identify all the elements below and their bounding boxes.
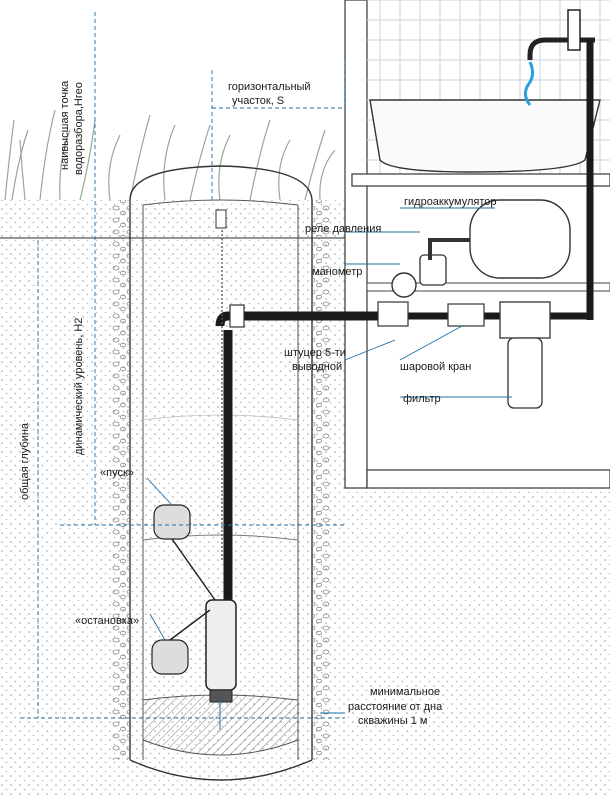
label-highest-point-1: наивысшая точка <box>59 80 71 170</box>
leader-ball-valve <box>399 325 463 361</box>
label-ball-valve: шаровой кран <box>400 361 471 373</box>
label-pressure-relay: реле давления <box>305 223 381 235</box>
pipe-coupling <box>229 304 245 328</box>
label-dynamic-level: динамический уровень, H2 <box>73 318 85 455</box>
label-total-depth: общая глубина <box>19 422 31 500</box>
leader-fitting <box>344 339 396 361</box>
label-horizontal-2: участок, S <box>232 95 284 107</box>
label-stop: «остановка» <box>75 615 139 627</box>
label-hydroaccumulator: гидроаккумулятор <box>404 196 497 208</box>
ball-valve-body <box>447 303 485 327</box>
filter-flask <box>507 337 543 409</box>
filter-head <box>499 301 551 339</box>
topsoil <box>0 200 345 238</box>
faucet <box>527 37 595 60</box>
leader-stop <box>149 613 166 641</box>
float-stop <box>151 639 189 675</box>
label-fitting-2: выводной <box>292 361 342 373</box>
faucet-valve <box>567 9 581 51</box>
float-start <box>153 504 191 540</box>
well-gravel-left <box>112 200 130 760</box>
grass <box>4 109 336 201</box>
hydroaccumulator-tank <box>469 199 571 279</box>
label-horizontal-1: горизонтальный <box>228 81 311 93</box>
label-fitting-1: штуцер 5-ти <box>284 347 346 359</box>
label-min-dist-2: расстояние от дна <box>348 701 443 713</box>
well-gravel-right <box>312 200 330 760</box>
label-start: «пуск» <box>100 467 134 479</box>
pressure-relay-box <box>419 254 447 286</box>
mount-shelf <box>366 282 610 292</box>
house-wall <box>344 0 368 489</box>
shelf <box>351 173 610 187</box>
fitting-5-way <box>377 301 409 327</box>
label-min-dist-3: скважины 1 м <box>358 715 427 727</box>
bathtub <box>369 99 601 173</box>
soil-area-right <box>345 488 610 797</box>
house-floor <box>366 469 610 489</box>
label-min-dist-1: минимальное <box>370 686 440 698</box>
well-bottom <box>129 759 313 781</box>
water-stream <box>523 61 535 106</box>
manometer-gauge <box>391 272 417 298</box>
leader-start <box>146 477 173 506</box>
label-manometer: манометр <box>312 266 362 278</box>
submersible-pump <box>205 599 237 691</box>
label-filter: фильтр <box>403 393 441 405</box>
label-highest-point-2: водоразбора,Hгео <box>73 82 85 175</box>
